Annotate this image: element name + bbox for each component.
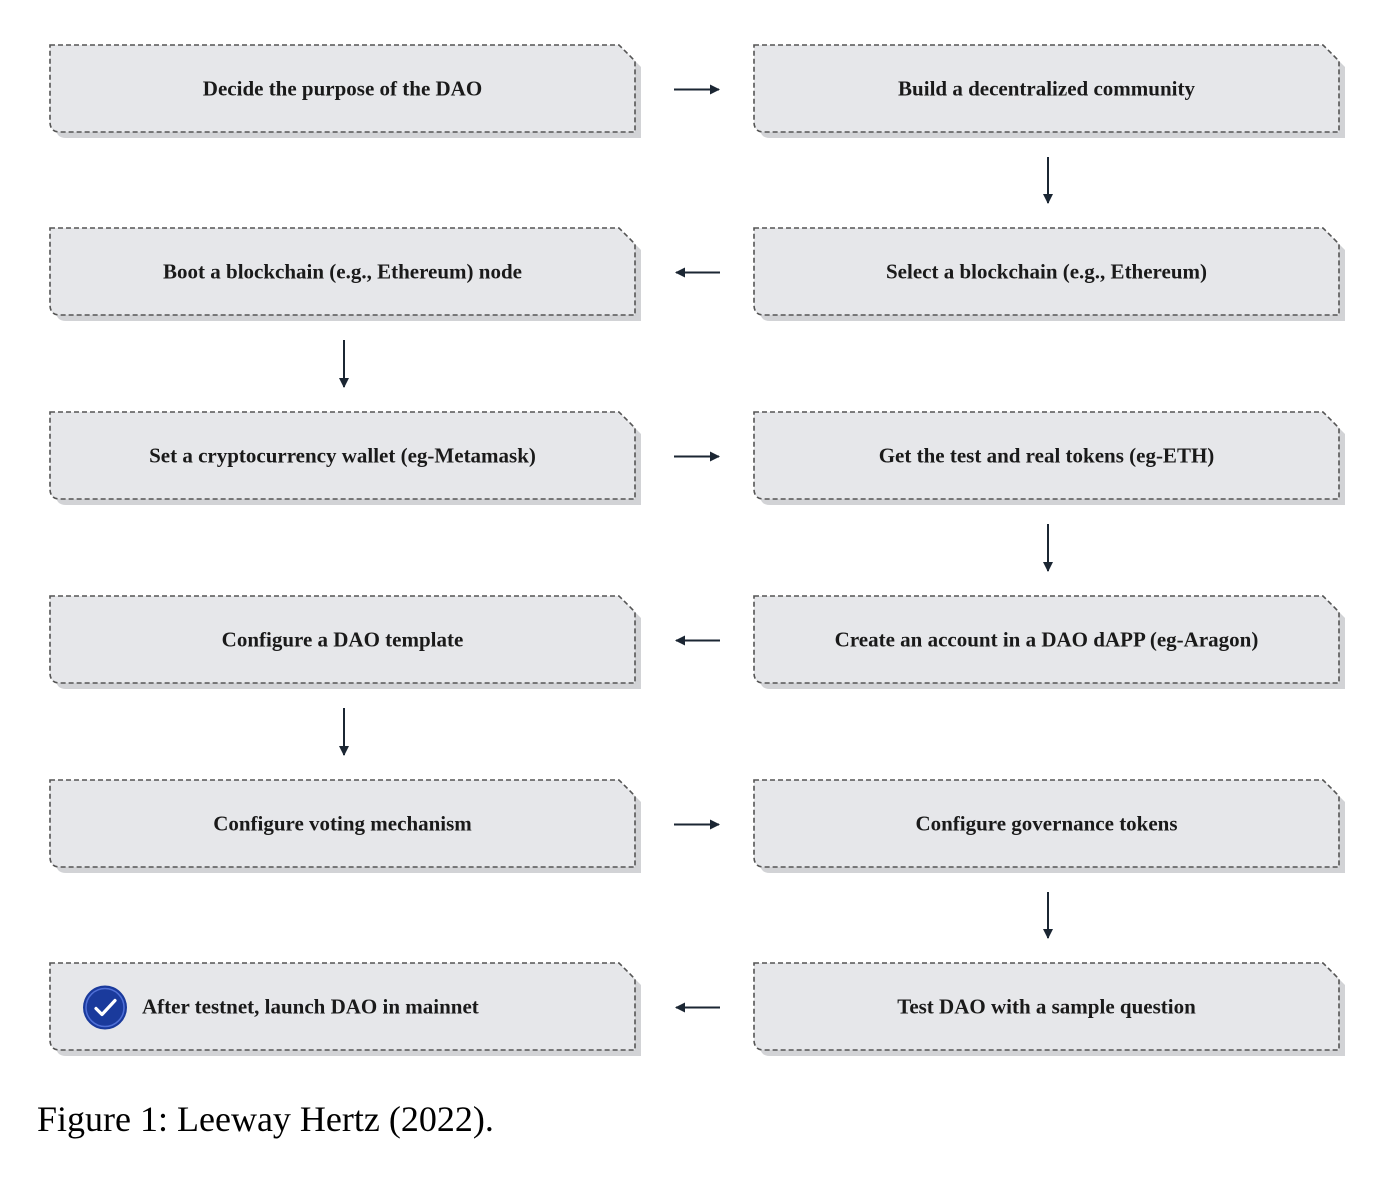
step-build-community: Build a decentralized community <box>753 44 1345 138</box>
step-label: Boot a blockchain (e.g., Ethereum) node <box>163 260 522 284</box>
step-box <box>49 962 636 1051</box>
step-configure-voting: Configure voting mechanism <box>49 779 641 873</box>
step-box <box>753 227 1340 316</box>
step-box <box>753 595 1340 684</box>
step-label: Test DAO with a sample question <box>897 995 1196 1019</box>
step-select-blockchain: Select a blockchain (e.g., Ethereum) <box>753 227 1345 321</box>
step-box <box>49 595 636 684</box>
step-label: After testnet, launch DAO in mainnet <box>142 995 479 1019</box>
dao-process-flowchart: Decide the purpose of the DAO Build a dec… <box>49 44 1345 1056</box>
step-set-wallet: Set a cryptocurrency wallet (eg-Metamask… <box>49 411 641 505</box>
step-label: Set a cryptocurrency wallet (eg-Metamask… <box>149 444 536 468</box>
step-box <box>49 779 636 868</box>
step-configure-governance-tokens: Configure governance tokens <box>753 779 1345 873</box>
step-test-dao: Test DAO with a sample question <box>753 962 1345 1056</box>
step-box <box>753 779 1340 868</box>
step-label: Select a blockchain (e.g., Ethereum) <box>886 260 1207 284</box>
step-label: Build a decentralized community <box>898 77 1195 101</box>
check-circle-icon <box>83 985 127 1030</box>
step-box <box>49 411 636 500</box>
figure-caption: Figure 1: Leeway Hertz (2022). <box>37 1099 494 1139</box>
step-label: Get the test and real tokens (eg-ETH) <box>879 444 1215 468</box>
step-box <box>49 44 636 133</box>
step-label: Decide the purpose of the DAO <box>203 77 482 101</box>
step-create-account: Create an account in a DAO dAPP (eg-Arag… <box>753 595 1345 689</box>
step-boot-node: Boot a blockchain (e.g., Ethereum) node <box>49 227 641 321</box>
step-box <box>49 227 636 316</box>
step-configure-template: Configure a DAO template <box>49 595 641 689</box>
step-box <box>753 411 1340 500</box>
step-label: Configure governance tokens <box>915 812 1177 836</box>
step-label: Configure a DAO template <box>222 628 464 652</box>
step-box <box>753 962 1340 1051</box>
step-label: Configure voting mechanism <box>213 812 472 836</box>
step-decide-purpose: Decide the purpose of the DAO <box>49 44 641 138</box>
step-get-tokens: Get the test and real tokens (eg-ETH) <box>753 411 1345 505</box>
step-box <box>753 44 1340 133</box>
step-launch-mainnet: After testnet, launch DAO in mainnet <box>49 962 641 1056</box>
step-label: Create an account in a DAO dAPP (eg-Arag… <box>835 628 1259 652</box>
